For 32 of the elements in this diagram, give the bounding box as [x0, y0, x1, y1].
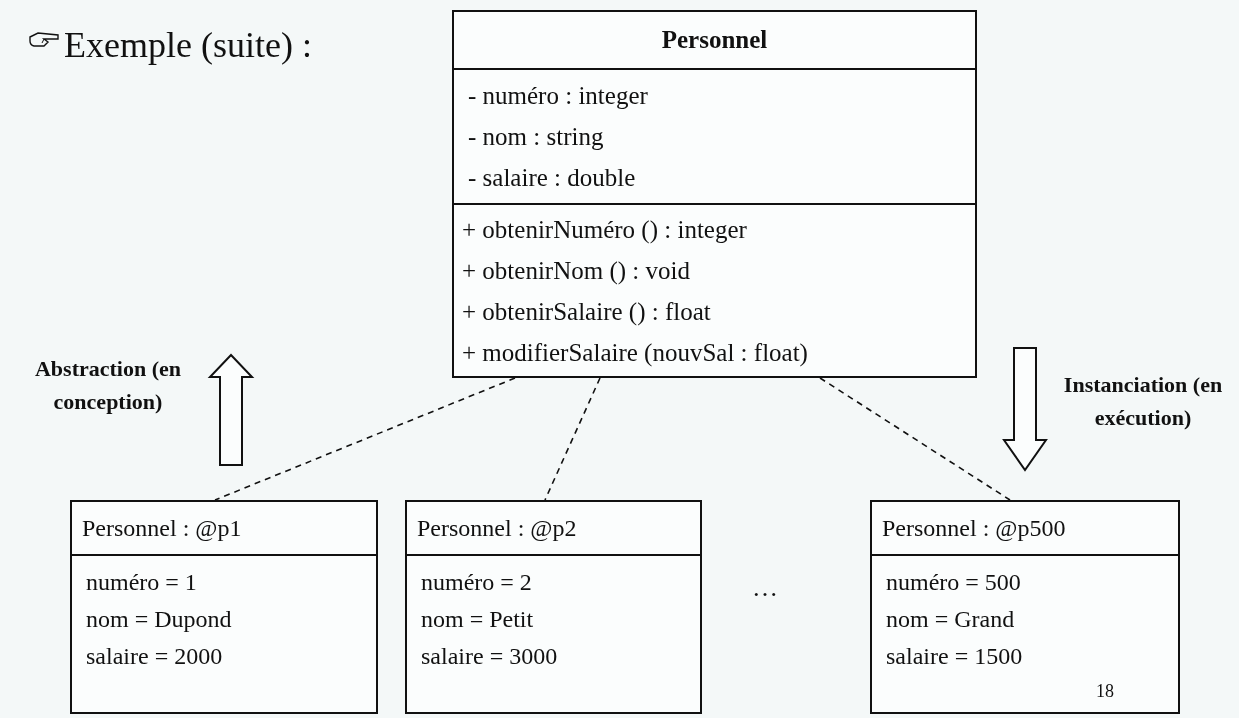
dashed-connector	[819, 377, 1011, 501]
attribute-value: nom = Dupond	[86, 605, 232, 634]
attribute-text: - numéro : integer	[468, 81, 648, 111]
operation-text: + obtenirSalaire () : float	[462, 297, 711, 328]
attribute-value: salaire = 3000	[421, 642, 558, 671]
attribute-value: salaire = 1500	[886, 642, 1023, 671]
attribute-value: numéro = 1	[86, 568, 197, 597]
object-box	[70, 500, 378, 714]
operation-text: + modifierSalaire (nouvSal : float)	[462, 338, 808, 369]
class-name: Personnel	[661, 25, 768, 55]
object-name: Personnel : @p2	[417, 514, 577, 543]
annotation-text: Instanciation (en exécution)	[1062, 371, 1224, 432]
object-box	[870, 500, 1180, 714]
operation-text: + obtenirNom () : void	[462, 256, 690, 287]
dashed-connector	[544, 377, 601, 501]
annotation-text: Abstraction (en conception)	[33, 355, 182, 416]
attribute-text: - salaire : double	[468, 163, 636, 193]
attribute-text: - nom : string	[468, 122, 604, 152]
attribute-value: numéro = 500	[886, 568, 1021, 597]
attribute-value: nom = Petit	[421, 605, 534, 634]
object-name: Personnel : @p1	[82, 514, 242, 543]
title-text: Exemple (suite) :	[64, 24, 312, 67]
attribute-value: nom = Grand	[886, 605, 1015, 634]
ellipsis-text: …	[752, 572, 778, 604]
class-box	[452, 10, 977, 378]
dashed-connector	[214, 377, 516, 501]
attribute-value: salaire = 2000	[86, 642, 223, 671]
attribute-value: numéro = 2	[421, 568, 532, 597]
operation-text: + obtenirNuméro () : integer	[462, 215, 747, 246]
object-name: Personnel : @p500	[882, 514, 1066, 543]
page-number: 18	[1096, 680, 1114, 703]
object-box	[405, 500, 702, 714]
